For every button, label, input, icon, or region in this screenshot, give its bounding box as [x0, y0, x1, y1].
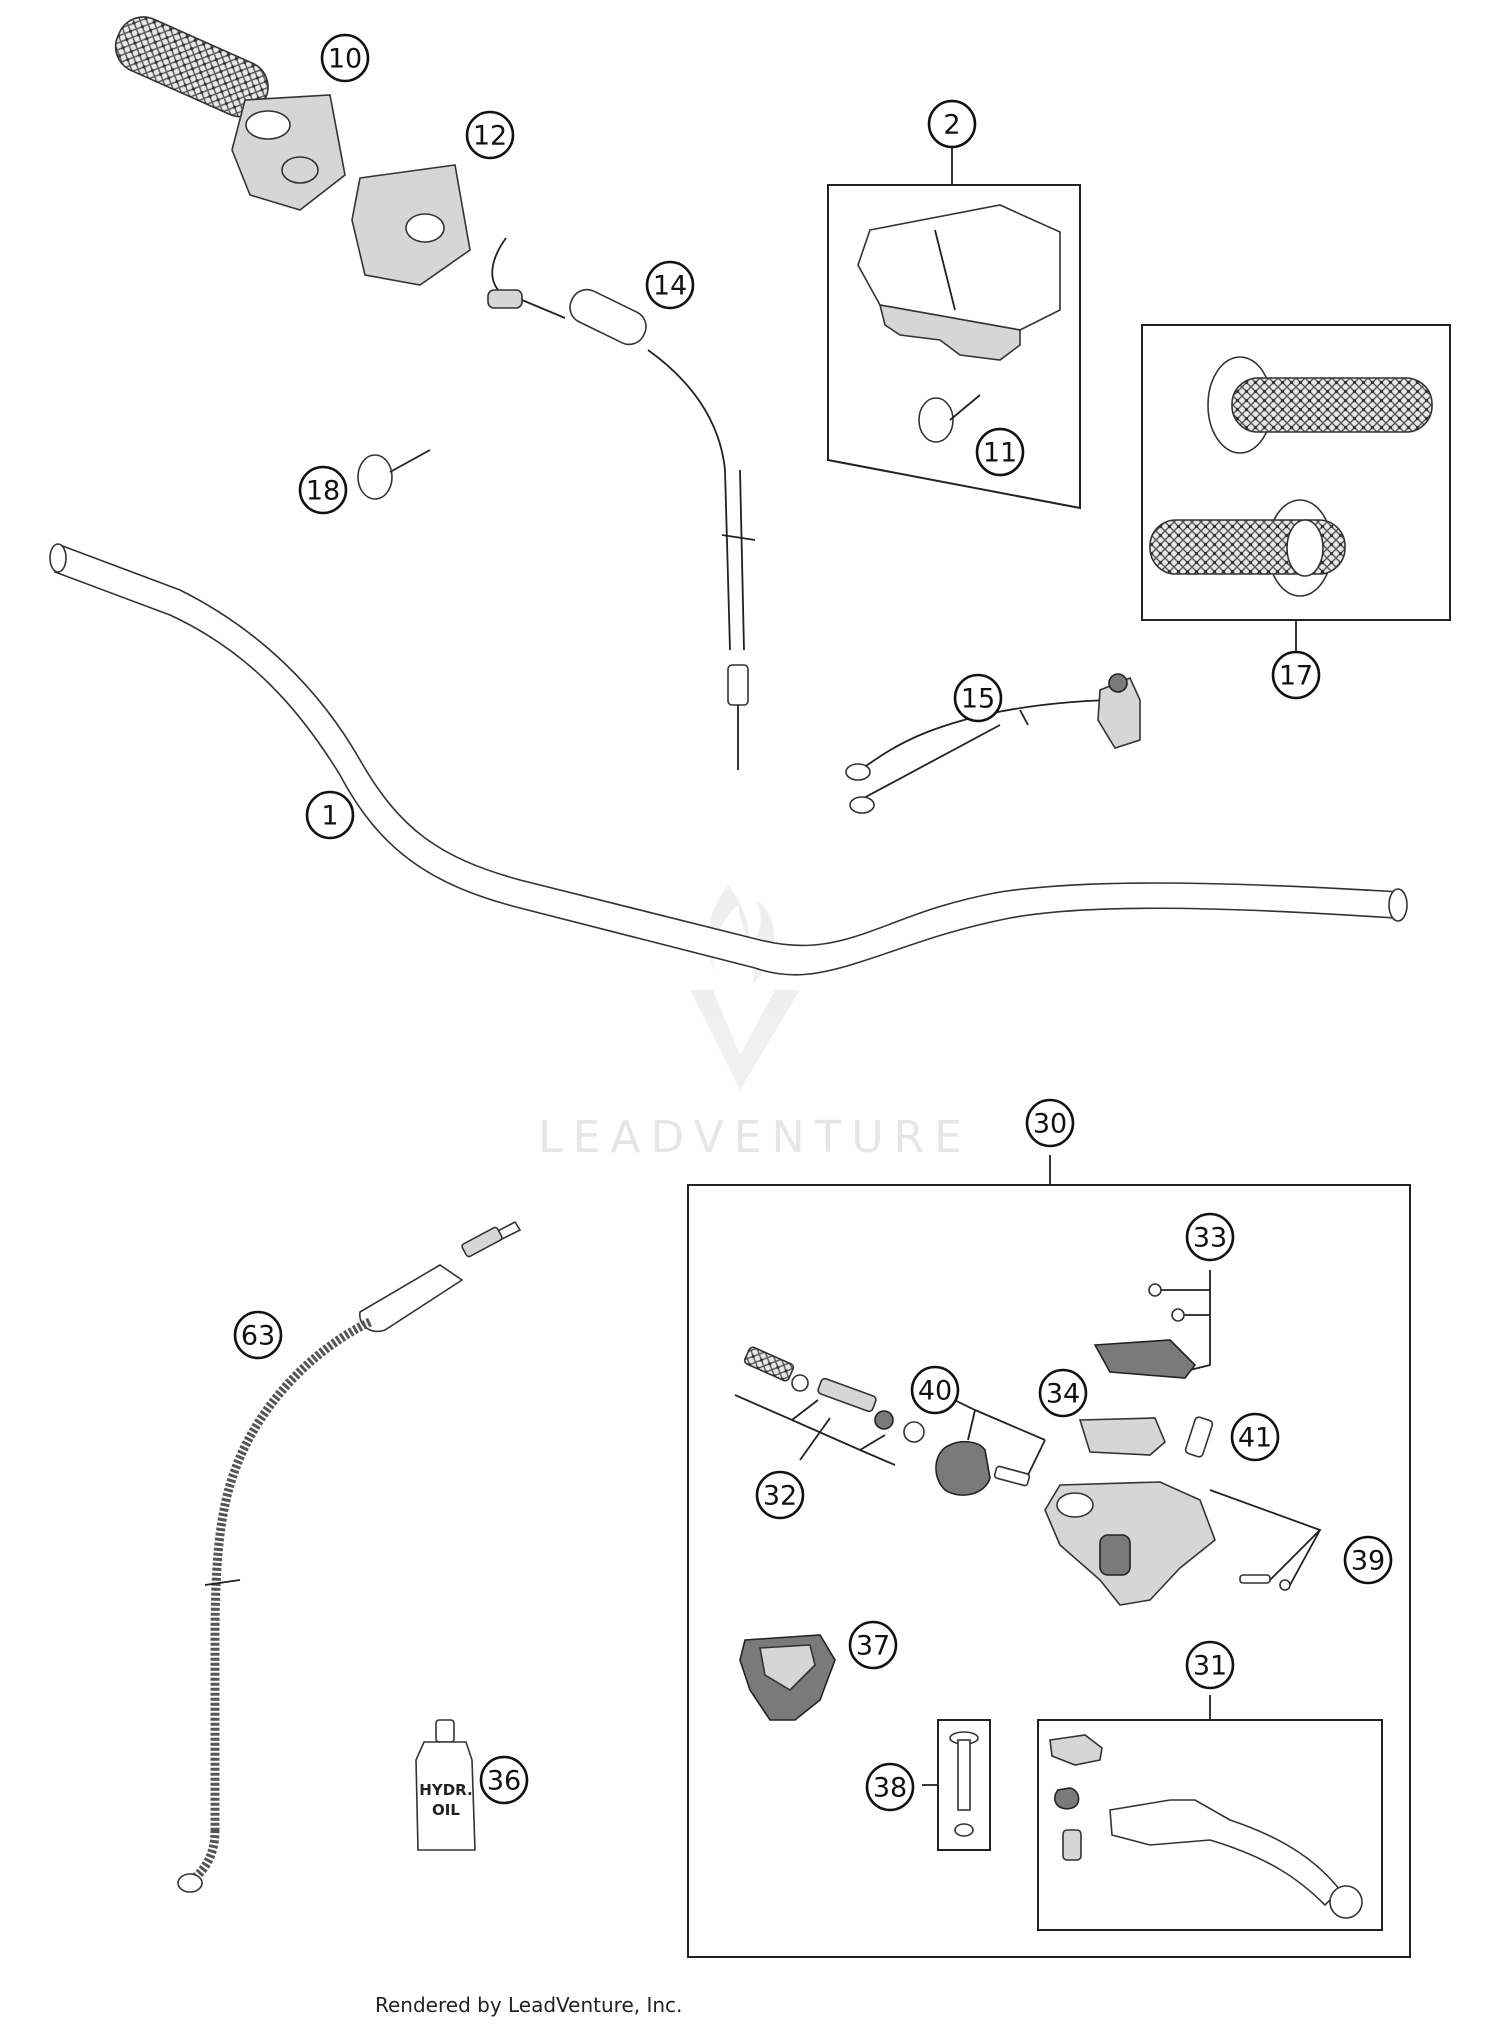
- callout-number: 31: [1193, 1651, 1227, 1682]
- callout-number: 18: [306, 476, 340, 507]
- callout-circle: [865, 1762, 915, 1812]
- callout-circle: [1185, 1640, 1235, 1690]
- callout-number: 15: [961, 684, 995, 715]
- callout-number: 12: [473, 121, 507, 152]
- kill-switch: [845, 673, 1141, 814]
- callout-12: 12: [465, 110, 515, 160]
- callout-number: 32: [763, 1481, 797, 1512]
- callout-number: 10: [328, 44, 362, 75]
- cable-tie: [357, 449, 431, 500]
- callout-circle: [479, 1755, 529, 1805]
- pin: [1184, 1416, 1214, 1458]
- callout-circle: [848, 1620, 898, 1670]
- callout-number: 40: [918, 1376, 952, 1407]
- brake-lever-group: [1037, 1695, 1383, 1931]
- piston-kit: [734, 1346, 925, 1466]
- handlebar-pad-group: [827, 142, 1081, 510]
- callout-17: 17: [1271, 650, 1321, 700]
- callout-number: 34: [1046, 1379, 1080, 1410]
- callout-number: 30: [1033, 1109, 1067, 1140]
- callout-number: 1: [321, 801, 338, 832]
- callout-circle: [927, 99, 977, 149]
- bottle-label-line2: OIL: [432, 1801, 460, 1819]
- callout-circle: [953, 673, 1003, 723]
- hydraulic-oil-bottle: HYDR. OIL: [415, 1719, 476, 1851]
- throttle-cover: [351, 164, 471, 286]
- callout-number: 17: [1279, 661, 1313, 692]
- callout-number: 36: [487, 1766, 521, 1797]
- callout-circle: [910, 1365, 960, 1415]
- callout-37: 37: [848, 1620, 898, 1670]
- callout-36: 36: [479, 1755, 529, 1805]
- callout-number: 39: [1351, 1546, 1385, 1577]
- pivot-bolt: [922, 1719, 991, 1851]
- watermark-logo: [690, 885, 800, 1090]
- handlebar: [49, 543, 1408, 976]
- grips-group: [1141, 324, 1451, 652]
- reservoir-diaphragm: [1078, 1417, 1166, 1456]
- master-cylinder: [1044, 1481, 1322, 1606]
- bottle-label-line1: HYDR.: [419, 1781, 472, 1799]
- callout-number: 63: [241, 1321, 275, 1352]
- callout-circle: [298, 465, 348, 515]
- callout-number: 14: [653, 271, 687, 302]
- watermark-text: LEADVENTURE: [538, 1112, 972, 1163]
- callout-circle: [1185, 1212, 1235, 1262]
- callout-number: 38: [873, 1773, 907, 1804]
- callout-39: 39: [1343, 1535, 1393, 1585]
- callout-circle: [465, 110, 515, 160]
- callout-number: 37: [856, 1631, 890, 1662]
- boot-and-pin: [935, 1391, 1046, 1496]
- callout-30: 30: [1025, 1098, 1075, 1148]
- callout-14: 14: [645, 260, 695, 310]
- callout-circle: [1038, 1368, 1088, 1418]
- callout-33: 33: [1185, 1212, 1235, 1262]
- callout-63: 63: [233, 1310, 283, 1360]
- footer-credit: Rendered by LeadVenture, Inc.: [375, 1993, 682, 2017]
- callout-31: 31: [1185, 1640, 1235, 1690]
- callout-2: 2: [927, 99, 977, 149]
- callout-34: 34: [1038, 1368, 1088, 1418]
- callout-circle: [1230, 1412, 1280, 1462]
- callout-41: 41: [1230, 1412, 1280, 1462]
- callout-40: 40: [910, 1365, 960, 1415]
- callout-number: 11: [983, 438, 1017, 469]
- callout-18: 18: [298, 465, 348, 515]
- callout-circle: [755, 1470, 805, 1520]
- callout-circle: [1025, 1098, 1075, 1148]
- callout-number: 2: [943, 110, 960, 141]
- callout-15: 15: [953, 673, 1003, 723]
- throttle-grip: [114, 16, 346, 211]
- callout-circle: [1343, 1535, 1393, 1585]
- callout-circle: [1271, 650, 1321, 700]
- reservoir-cover-screws: [1093, 1270, 1211, 1379]
- callout-1: 1: [305, 790, 355, 840]
- callout-11: 11: [975, 427, 1025, 477]
- callout-circle: [645, 260, 695, 310]
- callout-circle: [233, 1310, 283, 1360]
- callout-32: 32: [755, 1470, 805, 1520]
- callout-38: 38: [865, 1762, 915, 1812]
- callout-number: 33: [1193, 1223, 1227, 1254]
- callout-circle: [320, 33, 370, 83]
- callout-circle: [305, 790, 355, 840]
- callout-number: 41: [1238, 1423, 1272, 1454]
- brake-group: [687, 1155, 1411, 1958]
- lever-bracket: [739, 1634, 836, 1721]
- brake-hose: [177, 1220, 522, 1893]
- callout-circle: [975, 427, 1025, 477]
- callout-10: 10: [320, 33, 370, 83]
- throttle-cable: [487, 237, 756, 770]
